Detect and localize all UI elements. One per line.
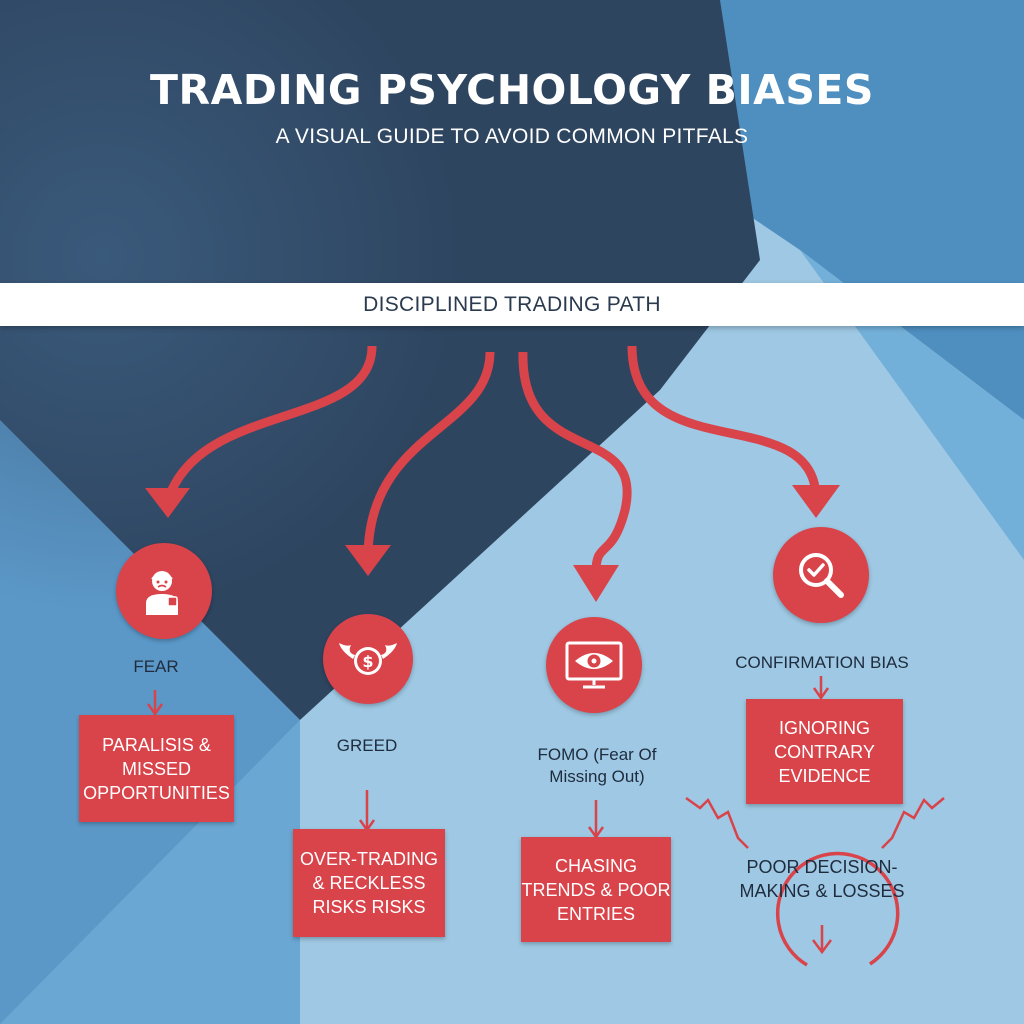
winged-money-icon: $ — [339, 643, 397, 675]
arrow-to-fomo — [518, 351, 632, 573]
zigzag-right — [881, 797, 945, 849]
final-down-head — [812, 939, 832, 955]
fear-outcome-text: PARALISIS & MISSED OPPORTUNITIES — [83, 734, 230, 803]
arrowhead-fomo — [573, 565, 619, 602]
arrowhead-greed — [345, 545, 391, 576]
page-subtitle: A VISUAL GUIDE TO AVOID COMMON PITFALS — [275, 125, 749, 148]
final-outcome-text: POOR DECISION-MAKING & LOSSES — [739, 857, 905, 901]
connector-fear-head — [146, 703, 164, 717]
anxious-person-icon — [146, 571, 178, 615]
banner-label: DISCIPLINED TRADING PATH — [363, 292, 661, 316]
zigzag-left — [685, 796, 749, 849]
fear-node — [116, 543, 212, 639]
arrow-to-confirmation — [627, 345, 821, 496]
final-loop-ring — [775, 851, 900, 967]
disciplined-path-banner: DISCIPLINED TRADING PATH — [0, 283, 1024, 326]
confirmation-outcome-text: IGNORING CONTRARY EVIDENCE — [774, 717, 875, 786]
confirmation-label: CONFIRMATION BIAS — [735, 653, 909, 672]
fear-label: FEAR — [133, 657, 179, 676]
fear-outcome-box: PARALISIS & MISSED OPPORTUNITIES — [79, 715, 234, 822]
arrowhead-confirmation — [792, 485, 840, 518]
fomo-node — [546, 617, 642, 713]
fomo-outcome-box: CHASING TRENDS & POOR ENTRIES — [521, 837, 671, 942]
greed-outcome-box: OVER-TRADING & RECKLESS RISKS RISKS — [293, 829, 445, 937]
confirmation-outcome-box: IGNORING CONTRARY EVIDENCE — [746, 699, 903, 804]
svg-text:$: $ — [362, 652, 373, 671]
connector-confirmation-head — [812, 687, 830, 701]
arrowhead-fear — [145, 488, 190, 518]
arrow-to-fear — [163, 345, 377, 502]
magnifier-check-icon — [799, 553, 844, 598]
page-title: TRADING PSYCHOLOGY BIASES — [150, 66, 874, 114]
fomo-outcome-text: CHASING TRENDS & POOR ENTRIES — [521, 855, 671, 924]
fomo-label: FOMO (Fear Of Missing Out) — [537, 745, 657, 786]
greed-outcome-text: OVER-TRADING & RECKLESS RISKS RISKS — [299, 849, 438, 917]
confirmation-node — [773, 527, 869, 623]
arrow-to-greed — [363, 351, 495, 556]
greed-label: GREED — [336, 736, 398, 755]
eye-monitor-icon — [565, 641, 623, 689]
greed-node: $ — [323, 614, 413, 704]
